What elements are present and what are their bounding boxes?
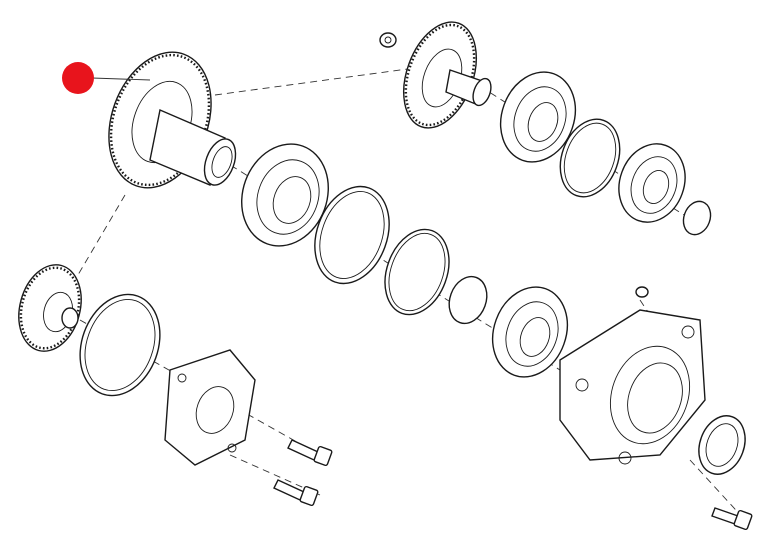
housing-dowel (635, 286, 649, 298)
callout-marker[interactable] (62, 62, 151, 94)
cluster-gear-small (403, 21, 492, 129)
bearing-housing (559, 309, 706, 465)
circlip-1 (448, 275, 488, 325)
cluster-gear-large (108, 51, 237, 189)
bolt-2 (273, 479, 319, 507)
drive-gear (18, 264, 82, 352)
bolt-1 (287, 439, 333, 467)
o-ring (79, 293, 161, 397)
snap-ring-2 (384, 228, 450, 316)
roller-bearing-4 (491, 286, 569, 378)
thrust-washer (379, 32, 397, 48)
shaft-seal (698, 415, 746, 475)
snap-ring-1 (314, 185, 390, 285)
roller-bearing-2 (499, 71, 577, 163)
circlip-2 (682, 200, 712, 236)
bolt-3 (711, 507, 753, 531)
snap-ring-3 (559, 118, 621, 198)
roller-bearing-1 (241, 143, 329, 247)
cover-plate (164, 349, 256, 466)
roller-bearing-3 (618, 143, 686, 223)
